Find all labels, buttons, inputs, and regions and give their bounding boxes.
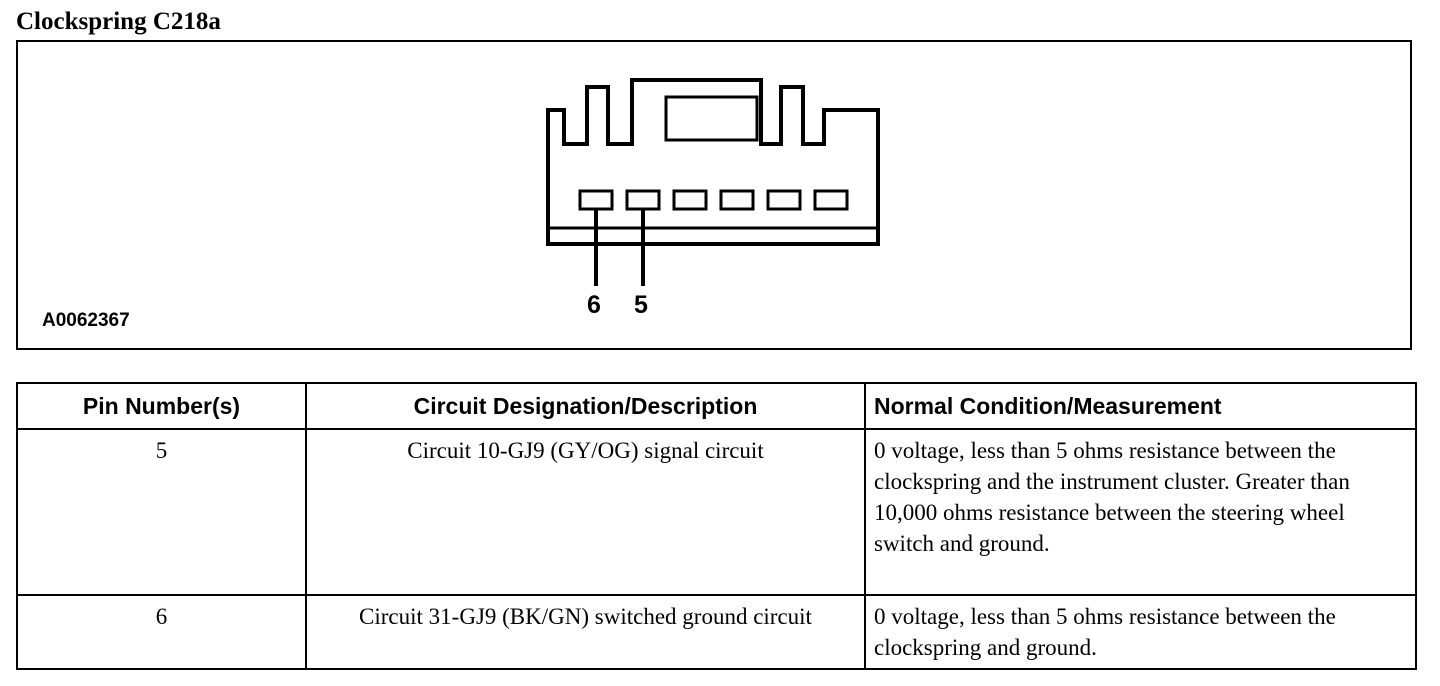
condition-cell: 0 voltage, less than 5 ohms resistance b…	[864, 428, 1417, 596]
pin-cavity-3	[719, 189, 755, 211]
connector-window	[664, 95, 759, 142]
pin-label-6: 6	[587, 291, 601, 319]
pin-cavity-4	[672, 189, 708, 211]
header-condition: Normal Condition/Measurement	[864, 382, 1417, 430]
pin-table: Pin Number(s) Circuit Designation/Descri…	[16, 382, 1417, 670]
pin-cell: 6	[16, 594, 307, 670]
connector-diagram	[546, 78, 880, 286]
header-pin-number: Pin Number(s)	[16, 382, 307, 430]
connector-outline	[546, 78, 880, 246]
pin-label-5: 5	[634, 291, 648, 319]
condition-cell: 0 voltage, less than 5 ohms resistance b…	[864, 594, 1417, 670]
page-title: Clockspring C218a	[16, 8, 221, 35]
table-header-row: Pin Number(s) Circuit Designation/Descri…	[16, 382, 1417, 430]
pin-cavity-6	[578, 189, 614, 211]
header-circuit: Circuit Designation/Description	[305, 382, 866, 430]
pin-cell: 5	[16, 428, 307, 596]
table-row: 5 Circuit 10-GJ9 (GY/OG) signal circuit …	[16, 428, 1417, 596]
figure-id: A0062367	[42, 310, 130, 331]
pin-cavity-1	[813, 189, 849, 211]
circuit-cell: Circuit 10-GJ9 (GY/OG) signal circuit	[305, 428, 866, 596]
table-row: 6 Circuit 31-GJ9 (BK/GN) switched ground…	[16, 594, 1417, 670]
circuit-cell: Circuit 31-GJ9 (BK/GN) switched ground c…	[305, 594, 866, 670]
pin-cavity-2	[766, 189, 802, 211]
pin-cavity-5	[625, 189, 661, 211]
connector-figure: 6 5 A0062367	[16, 40, 1412, 350]
